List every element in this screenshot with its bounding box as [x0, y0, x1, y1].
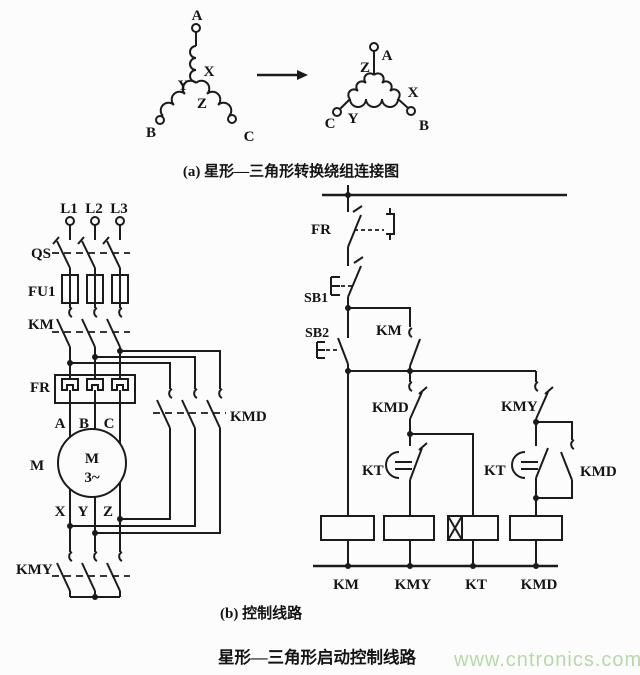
kmy-nc-interlock [534, 371, 554, 420]
star-terminal-c: C [244, 129, 255, 145]
caption-a: (a) 星形—三角形转换绕组连接图 [183, 162, 399, 180]
label-phase-a: A [55, 416, 66, 432]
delta-end-z: Z [360, 60, 370, 76]
star-end-y: Y [178, 78, 189, 94]
caption-b: (b) 控制线路 [220, 604, 303, 622]
label-fr-main: FR [30, 380, 50, 396]
delta-end-y: Y [348, 111, 359, 127]
control-circuit: FR SB1 SB2 KM KMD KT KMY KT KMD KM KMY K… [304, 185, 617, 593]
label-l1: L1 [60, 201, 78, 217]
star-terminal-a: A [192, 8, 203, 24]
transform-arrow [257, 70, 308, 80]
delta-terminal-c: C [325, 116, 336, 132]
motor-letter: M [85, 451, 99, 467]
kt-coil [447, 515, 499, 541]
label-sb1: SB1 [304, 291, 328, 306]
kmy-main-contacts [52, 551, 130, 592]
main-circuit: L1 L2 L3 QS FU1 KM FR A B C KMD M M 3~ X… [16, 201, 267, 600]
label-kmy-nc: KMY [501, 399, 538, 415]
sb2-start-button [316, 337, 349, 365]
kt-no-delayed-contact [511, 447, 549, 479]
delta-end-x: X [408, 85, 419, 101]
motor-phase-text: 3~ [84, 470, 100, 486]
fr-nc-contact [347, 205, 395, 248]
label-coil-km: KM [333, 577, 359, 593]
delta-branch-wires [70, 350, 221, 389]
kmy-coil [383, 515, 435, 541]
label-winding-x: X [55, 504, 66, 520]
label-coil-kt: KT [465, 577, 487, 593]
kmd-aux-contact [536, 421, 575, 499]
kt-nc-delayed-contact [385, 442, 428, 481]
label-kmd-nc: KMD [372, 400, 409, 416]
sb1-stop-button [330, 256, 364, 298]
fr-thermal-relay [54, 374, 136, 404]
delta-winding-diagram: A Z X C Y B [325, 42, 429, 134]
delta-terminal-b: B [419, 118, 429, 134]
label-l3: L3 [110, 201, 128, 217]
kmd-nc-interlock [408, 371, 428, 420]
star-end-x: X [204, 64, 215, 80]
star-terminal-b: B [146, 125, 156, 141]
kmd-coil [509, 515, 563, 541]
label-coil-kmy: KMY [395, 577, 432, 593]
star-end-z: Z [197, 96, 207, 112]
km-coil [320, 515, 375, 541]
km-aux-contact [408, 327, 421, 367]
label-qs: QS [31, 246, 51, 262]
label-kmy-main: KMY [16, 562, 53, 578]
diagram-title: 星形—三角形启动控制线路 [218, 647, 417, 667]
label-km-main: KM [28, 317, 54, 333]
label-motor-ref: M [30, 458, 44, 474]
label-coil-kmd: KMD [521, 577, 558, 593]
qs-switch [52, 236, 130, 269]
label-sb2: SB2 [305, 326, 329, 341]
delta-terminal-a: A [382, 48, 393, 64]
motor-circle [57, 428, 127, 498]
fu1-fuses [61, 274, 129, 304]
label-fu1: FU1 [28, 284, 56, 300]
kmd-main-contacts [153, 388, 226, 429]
label-fr-ctrl: FR [311, 222, 331, 238]
label-kt-left: KT [362, 463, 384, 479]
label-winding-y: Y [78, 504, 89, 520]
label-kmd-aux: KMD [580, 464, 617, 480]
label-kt-right: KT [484, 463, 506, 479]
label-km-aux: KM [376, 323, 402, 339]
label-l2: L2 [85, 201, 103, 217]
star-winding-diagram: A X Y Z B C [146, 8, 254, 145]
label-kmd-main: KMD [230, 409, 267, 425]
watermark: www.cntronics.com [453, 649, 640, 671]
label-phase-b: B [79, 416, 89, 432]
label-phase-c: C [104, 416, 115, 432]
km-main-contacts [52, 303, 130, 348]
label-winding-z: Z [103, 504, 113, 520]
